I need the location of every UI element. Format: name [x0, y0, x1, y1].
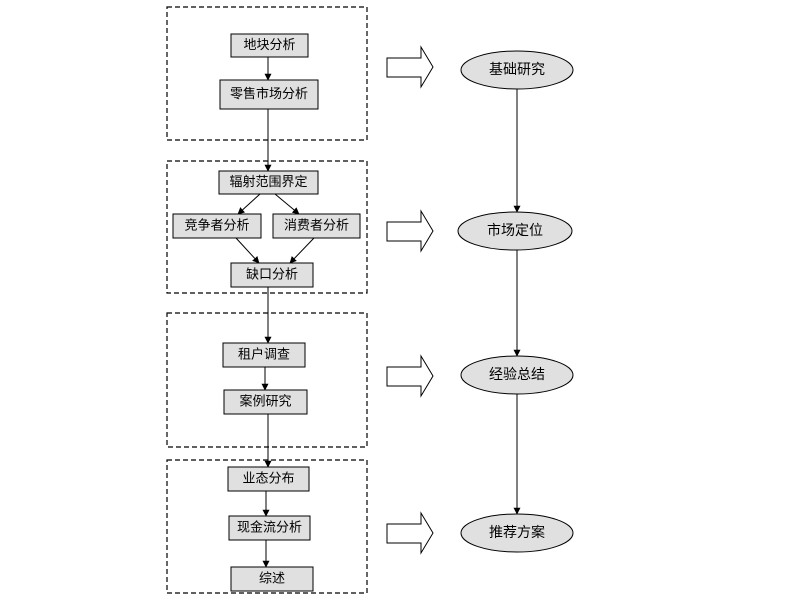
group-box-recommendation: [166, 459, 368, 594]
stage-recommended-plan[interactable]: 推荐方案: [460, 513, 574, 553]
edge-consumer-to-gap: [289, 237, 315, 264]
block-arrow-2: [386, 209, 434, 253]
node-label: 竞争者分析: [184, 218, 249, 234]
left-edges: [235, 57, 315, 568]
edge-competitor-to-gap: [235, 237, 260, 264]
node-gap-analysis[interactable]: 缺口分析: [230, 262, 314, 288]
stage-label: 经验总结: [489, 367, 545, 383]
right-arrow-icon: [386, 209, 434, 253]
node-label: 消费者分析: [284, 219, 349, 234]
group-box-market-positioning: [166, 160, 368, 294]
node-label: 辐射范围界定: [229, 174, 307, 190]
edge-catchment-to-competitor: [237, 193, 261, 215]
right-arrow-icon: [386, 511, 434, 555]
block-arrow-4: [386, 511, 434, 555]
node-label: 零售市场分析: [230, 86, 308, 102]
node-label: 综述: [259, 572, 285, 587]
node-label: 现金流分析: [237, 520, 302, 536]
node-label: 业态分布: [242, 472, 294, 487]
node-competitor-analysis[interactable]: 竞争者分析: [172, 213, 262, 239]
node-label: 地块分析: [243, 38, 295, 53]
stage-basic-research[interactable]: 基础研究: [460, 50, 574, 90]
block-arrow-3: [386, 354, 434, 398]
node-label: 案例研究: [239, 395, 291, 410]
right-arrow-icon: [386, 354, 434, 398]
block-arrow-1: [386, 45, 434, 89]
node-tenant-survey[interactable]: 租户调查: [222, 342, 306, 368]
node-plot-analysis[interactable]: 地块分析: [230, 33, 309, 58]
node-catchment-definition[interactable]: 辐射范围界定: [218, 170, 319, 195]
stage-experience-summary[interactable]: 经验总结: [460, 355, 574, 395]
node-consumer-analysis[interactable]: 消费者分析: [272, 213, 361, 239]
stage-label: 市场定位: [487, 222, 543, 239]
node-label: 租户调查: [238, 347, 290, 363]
stage-market-positioning[interactable]: 市场定位: [457, 211, 573, 251]
group-box-basic-research: [166, 6, 368, 141]
node-retail-market-analysis[interactable]: 零售市场分析: [219, 79, 319, 110]
group-box-experience-summary: [166, 312, 368, 448]
node-format-distribution[interactable]: 业态分布: [227, 466, 310, 492]
stage-label: 推荐方案: [489, 524, 545, 541]
node-label: 缺口分析: [246, 268, 298, 283]
edge-catchment-to-consumer: [274, 193, 300, 215]
stage-label: 基础研究: [489, 61, 545, 78]
node-summary[interactable]: 综述: [230, 566, 314, 592]
node-case-study[interactable]: 案例研究: [223, 389, 308, 415]
node-cash-flow-analysis[interactable]: 现金流分析: [228, 515, 311, 541]
right-arrow-icon: [386, 45, 434, 89]
